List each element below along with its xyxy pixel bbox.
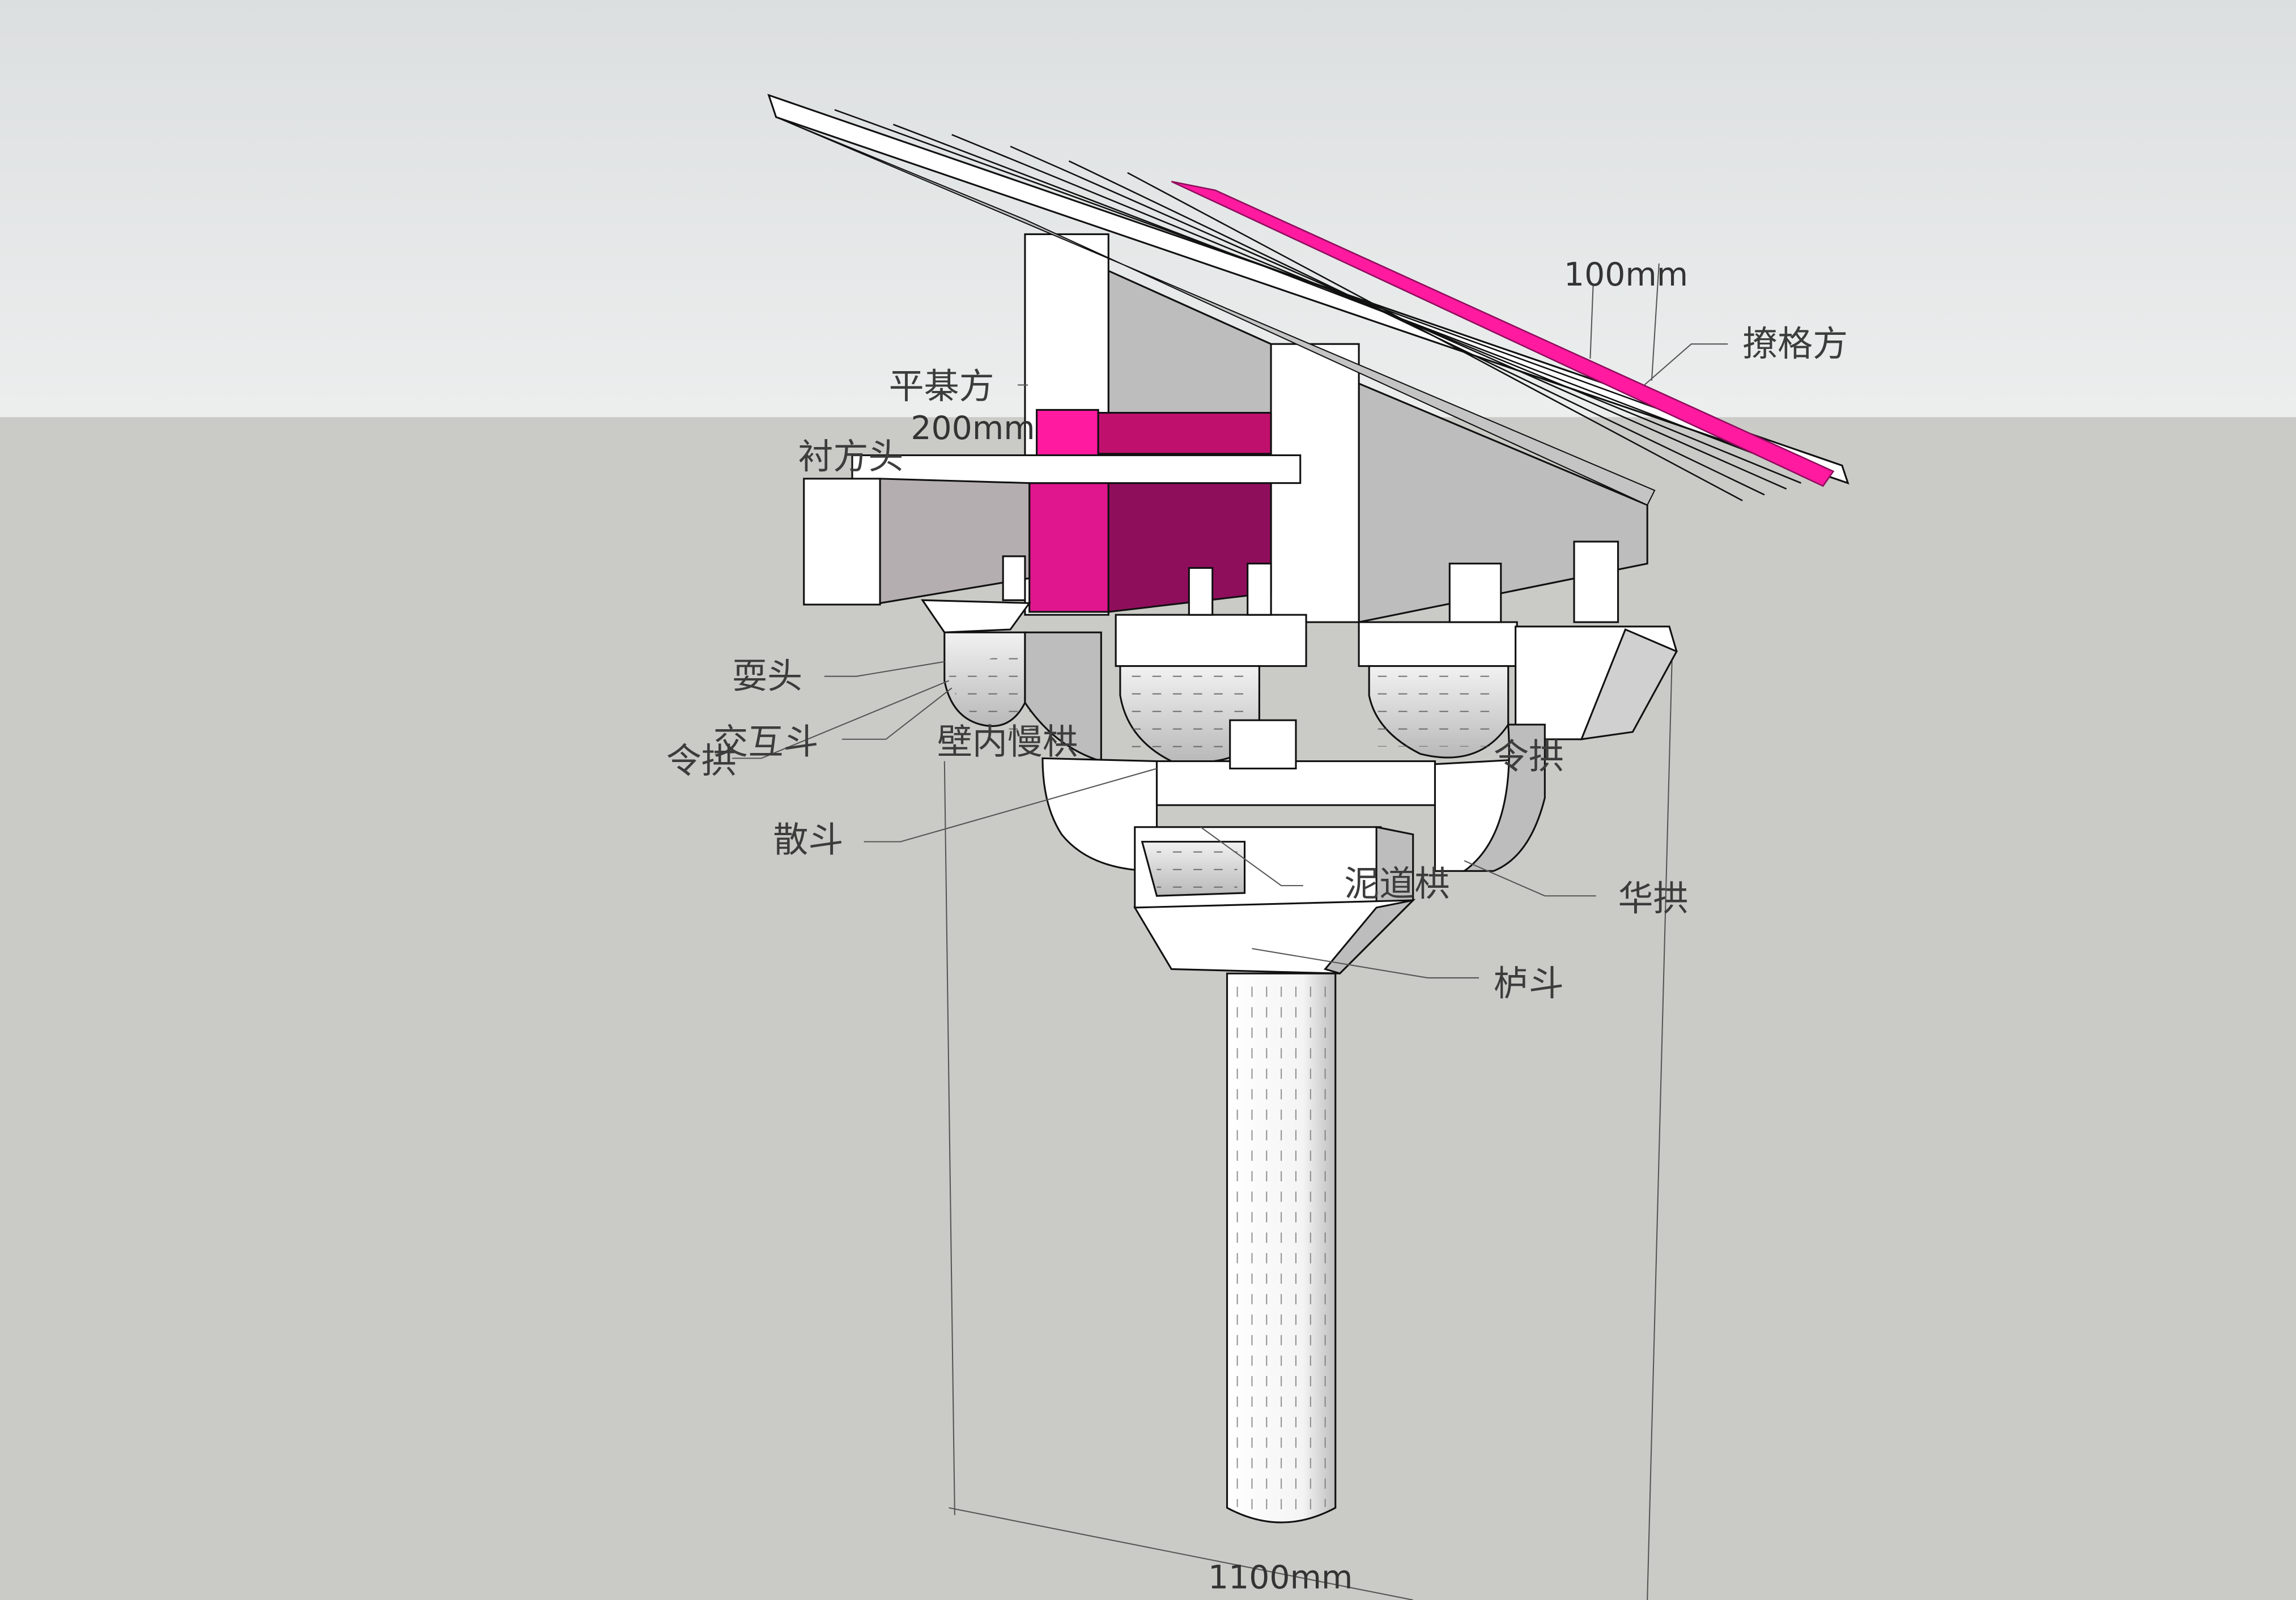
label-ling-gong-left: 令拱	[666, 740, 737, 781]
dimension-100mm: 100mm	[1564, 256, 1688, 293]
label-san-dou: 散斗	[773, 819, 843, 861]
dimension-guides	[943, 263, 1673, 1600]
column	[1226, 972, 1337, 1524]
label-ping-qi-fang: 平棊方	[889, 365, 994, 407]
ping-qi-fang-side	[1097, 412, 1272, 455]
label-jiao-hu-dou: 交互斗	[713, 721, 818, 763]
label-ling-gong-right: 令拱	[1494, 735, 1564, 777]
beam-end-box	[803, 478, 881, 606]
chen-fang-tou-beam	[851, 454, 1302, 484]
label-ni-dao-gong: 泥道栱	[1344, 863, 1449, 904]
bracket-lower	[1133, 825, 1416, 975]
bracket-middle	[1041, 719, 1546, 872]
pink-block-lower	[1028, 482, 1109, 613]
dimension-200mm: 200mm	[911, 410, 1035, 447]
bracket-upper	[921, 541, 1678, 764]
label-hua-gong: 华拱	[1618, 878, 1689, 919]
dimension-1100mm: 1100mm	[1208, 1559, 1353, 1596]
label-chen-fang-tou: 衬方头	[798, 436, 903, 477]
roof-rafters	[767, 93, 1849, 506]
leader-lines	[732, 343, 1728, 978]
label-lu-dou: 栌斗	[1494, 963, 1564, 1004]
liao-ge-fang-beam	[1171, 181, 1835, 487]
beam-end-side	[879, 478, 1031, 605]
label-bi-nei-man-gong: 壁内慢栱	[937, 721, 1078, 763]
label-shua-tou: 耍头	[732, 655, 802, 696]
label-liao-ge-fang: 撩格方	[1742, 323, 1848, 364]
